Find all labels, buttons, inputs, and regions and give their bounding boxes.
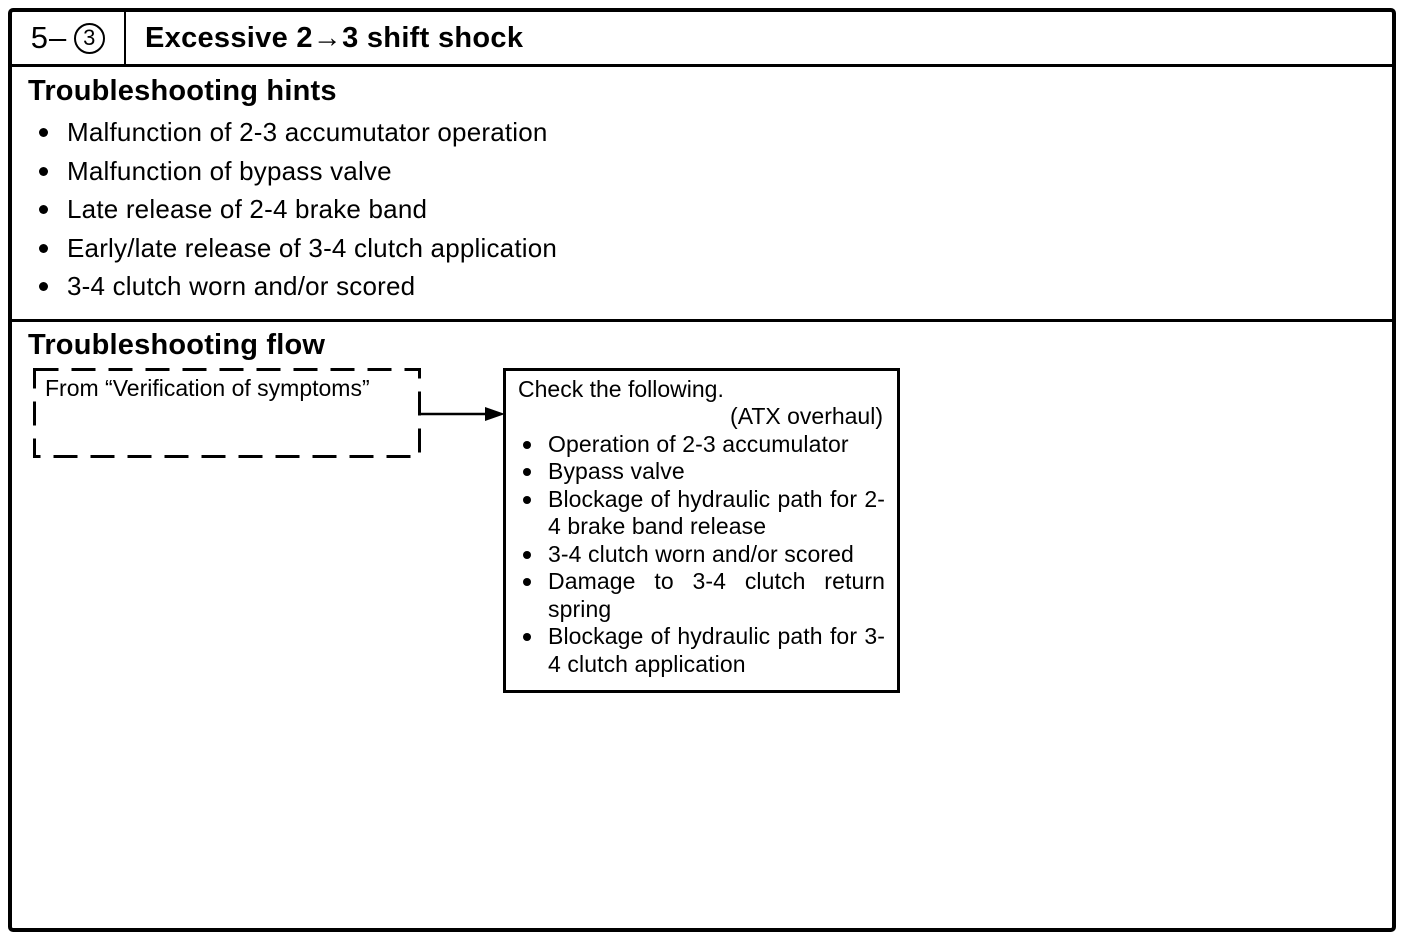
circled-number-icon: 3 (74, 22, 106, 54)
check-box-title: Check the following. (518, 375, 724, 402)
hints-list: Malfunction of 2-3 accumutator operation… (28, 113, 1372, 306)
check-item: Blockage of hydraulic path for 3-4 clutc… (518, 623, 885, 678)
flow-heading: Troubleshooting flow (28, 328, 326, 361)
hints-heading: Troubleshooting hints (28, 75, 337, 107)
check-list: Operation of 2-3 accumulator Bypass valv… (518, 431, 885, 679)
page-header: 5– 3 Excessive 2→3 shift shock (12, 12, 1392, 67)
check-item: 3-4 clutch worn and/or scored (518, 541, 885, 569)
hint-item: 3-4 clutch worn and/or scored (28, 267, 1372, 306)
check-item: Damage to 3-4 clutch return spring (518, 568, 885, 623)
manual-page: 5– 3 Excessive 2→3 shift shock Troublesh… (8, 8, 1396, 932)
flow-from-box: From “Verification of symptoms” (33, 367, 421, 458)
flow-from-label: From “Verification of symptoms” (45, 374, 370, 401)
hint-item: Early/late release of 3-4 clutch applica… (28, 229, 1372, 268)
check-box-subtitle: (ATX overhaul) (730, 403, 883, 429)
troubleshooting-flow-section: Troubleshooting flow From “Verification … (12, 322, 1392, 929)
check-item: Bypass valve (518, 458, 885, 486)
check-item: Operation of 2-3 accumulator (518, 431, 885, 459)
check-item: Blockage of hydraulic path for 2-4 brake… (518, 486, 885, 541)
section-number-cell: 5– 3 (12, 12, 126, 64)
page-title: Excessive 2→3 shift shock (145, 21, 524, 54)
hint-item: Malfunction of bypass valve (28, 152, 1372, 191)
flow-check-box: Check the following. (ATX overhaul) Oper… (503, 367, 900, 693)
flow-arrow-icon (419, 406, 505, 421)
troubleshooting-hints-section: Troubleshooting hints Malfunction of 2-3… (12, 67, 1392, 322)
hint-item: Late release of 2-4 brake band (28, 190, 1372, 229)
hint-item: Malfunction of 2-3 accumutator operation (28, 113, 1372, 152)
section-number-prefix: 5– (30, 20, 68, 55)
